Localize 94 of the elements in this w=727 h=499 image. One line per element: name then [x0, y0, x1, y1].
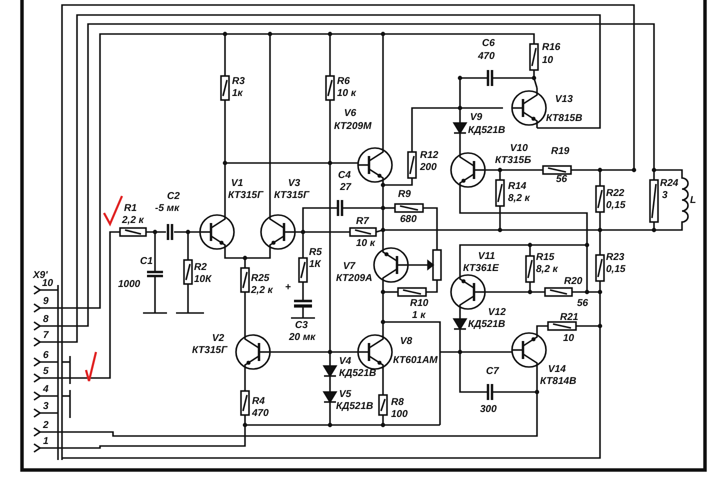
- pin-number: 3: [43, 401, 49, 413]
- component-label: 20 мк: [289, 332, 316, 344]
- component-label: 1 к: [412, 310, 426, 322]
- component-label: V6: [344, 108, 356, 120]
- component-label: КД521В: [336, 401, 374, 413]
- component-label: R21: [560, 312, 578, 324]
- pin-number: 9: [43, 296, 49, 308]
- component-label: 8,2 к: [508, 193, 530, 205]
- component-label: 10: [542, 55, 554, 67]
- component-label: 56: [577, 298, 588, 310]
- component-label: 0,15: [606, 200, 626, 212]
- component-label: R6: [337, 76, 350, 88]
- component-label: 1000: [118, 279, 140, 291]
- component-label: 3: [662, 190, 668, 202]
- component-label: КТ315Г: [228, 190, 264, 202]
- component-label: 10 к: [356, 238, 375, 250]
- component-label: L: [690, 195, 696, 207]
- component-label: 2,2 к: [122, 215, 144, 227]
- pin-number: 6: [43, 350, 49, 362]
- component-label: 10: [563, 333, 574, 345]
- component-label: C3: [295, 320, 308, 332]
- component-label: R9: [398, 189, 411, 201]
- component-label: КТ815В: [546, 113, 582, 125]
- pin-number: 10: [42, 278, 54, 290]
- pin-number: 5: [43, 366, 49, 378]
- component-label: 680: [400, 214, 417, 226]
- component-label: R7: [356, 216, 369, 228]
- component-label: V8: [400, 336, 412, 348]
- component-label: V10: [510, 143, 528, 155]
- component-label: C6: [482, 38, 495, 50]
- component-label: КТ209А: [336, 273, 372, 285]
- component-label: V1: [231, 178, 244, 190]
- component-label: КТ315Б: [495, 155, 532, 167]
- component-label: КД521В: [468, 319, 506, 331]
- component-label: R20: [564, 276, 582, 288]
- component-label: V2: [212, 333, 224, 345]
- component-label: V11: [478, 251, 496, 263]
- component-label: КТ315Г: [274, 190, 310, 202]
- component-label: R5: [309, 247, 322, 259]
- pin-number: 7: [43, 330, 49, 342]
- component-label: КТ601АМ: [393, 355, 438, 367]
- component-label: R15: [536, 252, 554, 264]
- component-label: КТ315Г: [192, 345, 228, 357]
- component-label: 56: [556, 174, 568, 186]
- component-label: R1: [124, 203, 137, 215]
- component-label: 470: [478, 51, 495, 63]
- component-label: 27: [340, 182, 352, 194]
- component-label: V14: [548, 364, 566, 376]
- pin-number: 8: [43, 314, 49, 326]
- component-label: R25: [251, 273, 270, 285]
- component-label: V5: [339, 389, 352, 401]
- component-label: 200: [420, 162, 437, 174]
- component-label: КТ361Е: [463, 263, 499, 275]
- component-label: R23: [606, 252, 624, 264]
- component-label: V13: [555, 94, 573, 106]
- component-label: КТ209М: [334, 121, 372, 133]
- component-label: 0,15: [606, 264, 626, 276]
- component-label: 10 к: [337, 88, 356, 100]
- pin-number: 1: [43, 436, 49, 448]
- component-label: КД521В: [468, 125, 506, 137]
- component-label: R16: [542, 42, 560, 54]
- pin-number: 2: [43, 420, 49, 432]
- component-label: V4: [339, 356, 352, 368]
- component-label: R19: [551, 146, 570, 158]
- component-label: КД521В: [339, 368, 376, 380]
- component-label: V12: [488, 307, 506, 319]
- component-label: 100: [391, 409, 408, 421]
- pin-number: 4: [43, 384, 49, 396]
- component-label: C2: [167, 191, 180, 203]
- component-label: R12: [420, 150, 438, 162]
- component-label: R14: [508, 181, 526, 193]
- component-label: V3: [288, 178, 300, 190]
- component-label: 300: [480, 404, 497, 416]
- component-label: 10К: [194, 274, 212, 286]
- component-label: V7: [343, 261, 356, 273]
- component-label: 8,2 к: [536, 264, 558, 276]
- component-label: R3: [232, 76, 245, 88]
- component-label: R8: [391, 397, 404, 409]
- component-label: R22: [606, 188, 624, 200]
- component-label: R4: [252, 396, 265, 408]
- component-label: C1: [140, 256, 153, 268]
- component-label: C7: [486, 366, 499, 378]
- component-label: КТ814В: [540, 376, 576, 388]
- component-label: 470: [252, 408, 269, 420]
- component-label: 2,2 к: [251, 285, 273, 297]
- component-label: V9: [470, 112, 482, 124]
- polarity-sign: +: [285, 282, 291, 294]
- component-label: R24: [660, 178, 678, 190]
- component-label: R2: [194, 262, 207, 274]
- component-label: 1К: [309, 259, 321, 271]
- component-label: 1к: [232, 88, 243, 100]
- component-label: R10: [410, 298, 428, 310]
- component-label: -5 мк: [155, 203, 180, 215]
- component-label: C4: [338, 170, 351, 182]
